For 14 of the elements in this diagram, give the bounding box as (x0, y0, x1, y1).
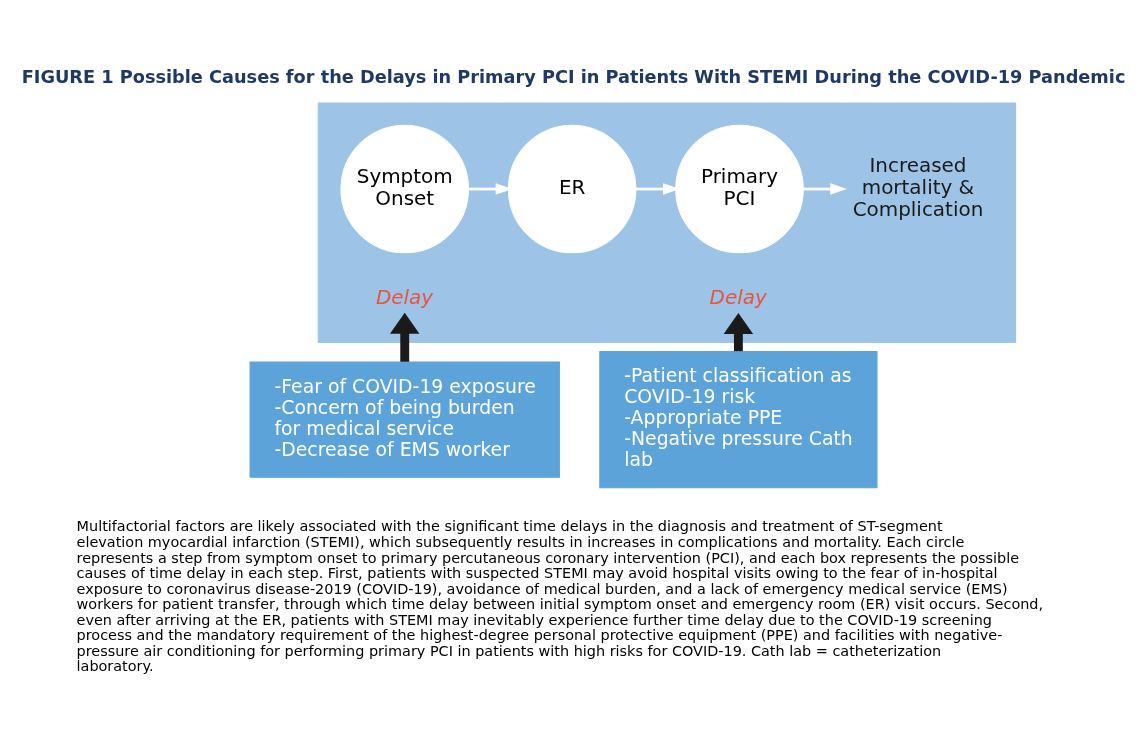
node-text: Delay (709, 284, 767, 309)
node-circle: ER (507, 124, 637, 253)
node-circle: Primary PCI (675, 124, 804, 253)
node-text: Delay (375, 284, 434, 309)
arrow (803, 182, 847, 195)
cluster (317, 102, 1017, 343)
node-text: Increased mortality & Complication (852, 152, 984, 221)
diagram-title: FIGURE 1 Possible Causes for the Delays in Primary PCI in Patients With STEMI During the COVID-19 Pandemic (21, 66, 1126, 87)
node-box: -Fear of COVID-19 exposure -Concern of being burden for medical service -Decrease of EMS worker (249, 360, 560, 478)
node-circle: Symptom Onset (340, 124, 469, 253)
arrow (390, 312, 420, 362)
node-box: -Patient classification as COVID-19 risk -Appropriate PPE -Negative pressure Cath lab (599, 350, 878, 488)
arrow (723, 312, 754, 351)
caption: Multifactorial factors are likely associated with the significant time delays in the diagnosis and treatment of ST-segment elevation myocardial infarction (STEMI), which subsequently results in increases in complications and mortality. Each circle represents a step from symptom onset to primary percutaneous coronary intervention (PCI), and each box represents the possible causes of time delay in each step. First, patients with suspected STEMI may avoid hospital visits owing to the fear of in-hospital exposure to coronavirus disease-2019 (COVID-19), avoidance of medical burden, and a lack of emergency medical service (EMS) workers for patient transfer, through which time delay between initial symptom onset and emergency room (ER) visit occurs. Second, even after arriving at the ER, patients with STEMI may inevitably experience further time delay due to the COVID-19 screening process and the mandatory requirement of the highest-degree personal protective equipment (PPE) and facilities with negative-pressure air conditioning for performing primary PCI in patients with high risks for COVID-19. Cath lab = catheterization laboratory. (76, 517, 1044, 674)
